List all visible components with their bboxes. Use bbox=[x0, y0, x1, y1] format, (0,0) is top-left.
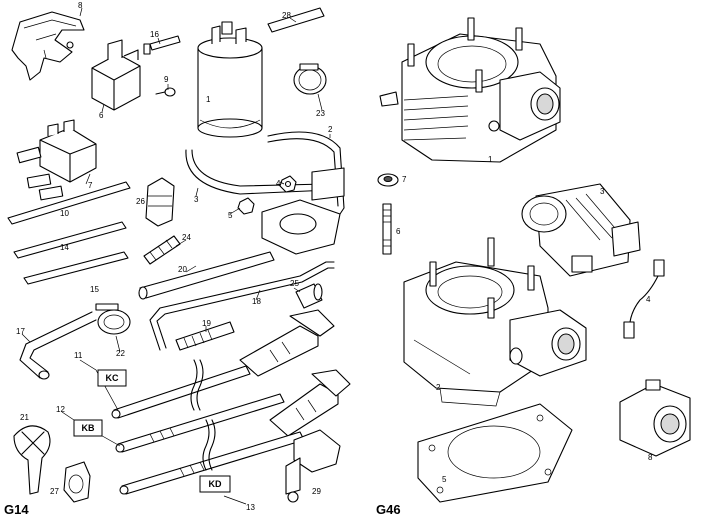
svg-text:KD: KD bbox=[209, 479, 222, 489]
callout-r3: 3 bbox=[600, 187, 605, 196]
part-hose-clip-23 bbox=[293, 63, 327, 95]
callout-15: 15 bbox=[90, 285, 99, 294]
part-bracket bbox=[11, 11, 85, 81]
part-hose-28 bbox=[267, 7, 325, 33]
callout-17: 17 bbox=[16, 327, 25, 336]
part-sensor-wire bbox=[623, 259, 665, 339]
callout-r6: 6 bbox=[396, 227, 401, 236]
callout-13: 13 bbox=[246, 503, 255, 512]
callout-r8: 8 bbox=[648, 453, 653, 462]
panel-code-left: G14 bbox=[4, 502, 29, 517]
callout-1: 1 bbox=[206, 95, 211, 104]
part-clip-26 bbox=[145, 177, 175, 227]
part-connector-lower bbox=[269, 369, 351, 437]
part-hose-10 bbox=[7, 181, 131, 225]
callouts-left: 8 16 28 9 6 1 23 2 7 4 3 5 26 10 24 14 2… bbox=[16, 1, 333, 512]
panel-code-right: G46 bbox=[376, 502, 401, 517]
part-stud-6 bbox=[382, 203, 392, 255]
part-pipe-20 bbox=[138, 251, 275, 300]
part-mounting-strap bbox=[185, 131, 345, 215]
part-hose-15 bbox=[23, 251, 129, 285]
callout-26: 26 bbox=[136, 197, 145, 206]
callout-21: 21 bbox=[20, 413, 29, 422]
part-gasket bbox=[417, 403, 573, 503]
callout-3: 3 bbox=[194, 195, 199, 204]
part-tool-21 bbox=[13, 425, 51, 495]
part-valve-body bbox=[16, 119, 97, 201]
part-hose-clip-22 bbox=[95, 303, 131, 335]
part-canister bbox=[197, 21, 263, 138]
callout-14: 14 bbox=[60, 243, 69, 252]
part-pipe-18 bbox=[149, 261, 335, 351]
callout-19: 19 bbox=[202, 319, 211, 328]
part-hose-12 bbox=[115, 393, 285, 453]
part-sleeve-25 bbox=[295, 283, 323, 309]
svg-text:KC: KC bbox=[106, 373, 119, 383]
callout-23: 23 bbox=[316, 109, 325, 118]
part-short-hose bbox=[149, 35, 181, 51]
part-base-bracket bbox=[261, 199, 341, 255]
callout-10: 10 bbox=[60, 209, 69, 218]
callouts-right: 1 7 3 6 4 2 8 5 bbox=[396, 155, 653, 484]
part-actuator-motor bbox=[521, 183, 641, 277]
right-panel: 1 7 3 6 4 2 8 5 G46 bbox=[376, 17, 691, 517]
part-nut-7 bbox=[377, 173, 399, 187]
part-idle-valve bbox=[619, 379, 691, 457]
callout-8: 8 bbox=[78, 1, 83, 10]
callout-24: 24 bbox=[182, 233, 191, 242]
callout-r1: 1 bbox=[488, 155, 493, 164]
part-connector-upper bbox=[239, 309, 335, 377]
hose-tag-kb: KB bbox=[73, 419, 103, 437]
part-throttle-body-lower bbox=[403, 237, 587, 407]
part-fitting-19 bbox=[175, 321, 235, 351]
part-clip-27 bbox=[63, 461, 91, 503]
callout-r4: 4 bbox=[646, 295, 651, 304]
part-clip-29 bbox=[285, 429, 341, 503]
callout-29: 29 bbox=[312, 487, 321, 496]
part-screw bbox=[155, 87, 176, 97]
callout-28: 28 bbox=[282, 11, 291, 20]
callout-r7: 7 bbox=[402, 175, 407, 184]
callout-7: 7 bbox=[88, 181, 93, 190]
callout-6: 6 bbox=[99, 111, 104, 120]
callout-9: 9 bbox=[164, 75, 169, 84]
left-panel: 8 16 28 9 6 1 23 2 7 4 3 5 26 10 24 14 2… bbox=[4, 1, 351, 517]
callout-r5: 5 bbox=[442, 475, 447, 484]
callout-5: 5 bbox=[228, 211, 233, 220]
callout-27: 27 bbox=[50, 487, 59, 496]
callout-12: 12 bbox=[56, 405, 65, 414]
hose-tag-kd: KD bbox=[199, 475, 231, 493]
part-throttle-body-upper bbox=[379, 17, 561, 163]
part-connector-24 bbox=[143, 235, 181, 265]
callout-r2: 2 bbox=[436, 383, 441, 392]
callout-20: 20 bbox=[178, 265, 187, 274]
callout-25: 25 bbox=[290, 279, 299, 288]
callout-16: 16 bbox=[150, 30, 159, 39]
callout-22: 22 bbox=[116, 349, 125, 358]
part-elbow-hose-17 bbox=[19, 311, 97, 380]
part-hose-14 bbox=[13, 221, 127, 259]
break-line-marks bbox=[190, 359, 216, 471]
part-nut-4 bbox=[279, 175, 297, 193]
callout-18: 18 bbox=[252, 297, 261, 306]
svg-text:KB: KB bbox=[82, 423, 95, 433]
callout-2: 2 bbox=[328, 125, 333, 134]
part-nut-5 bbox=[237, 197, 255, 215]
hose-tag-kc: KC bbox=[97, 369, 127, 387]
callout-11: 11 bbox=[74, 351, 83, 360]
part-solenoid-valve bbox=[91, 39, 151, 111]
callout-4: 4 bbox=[276, 179, 281, 188]
